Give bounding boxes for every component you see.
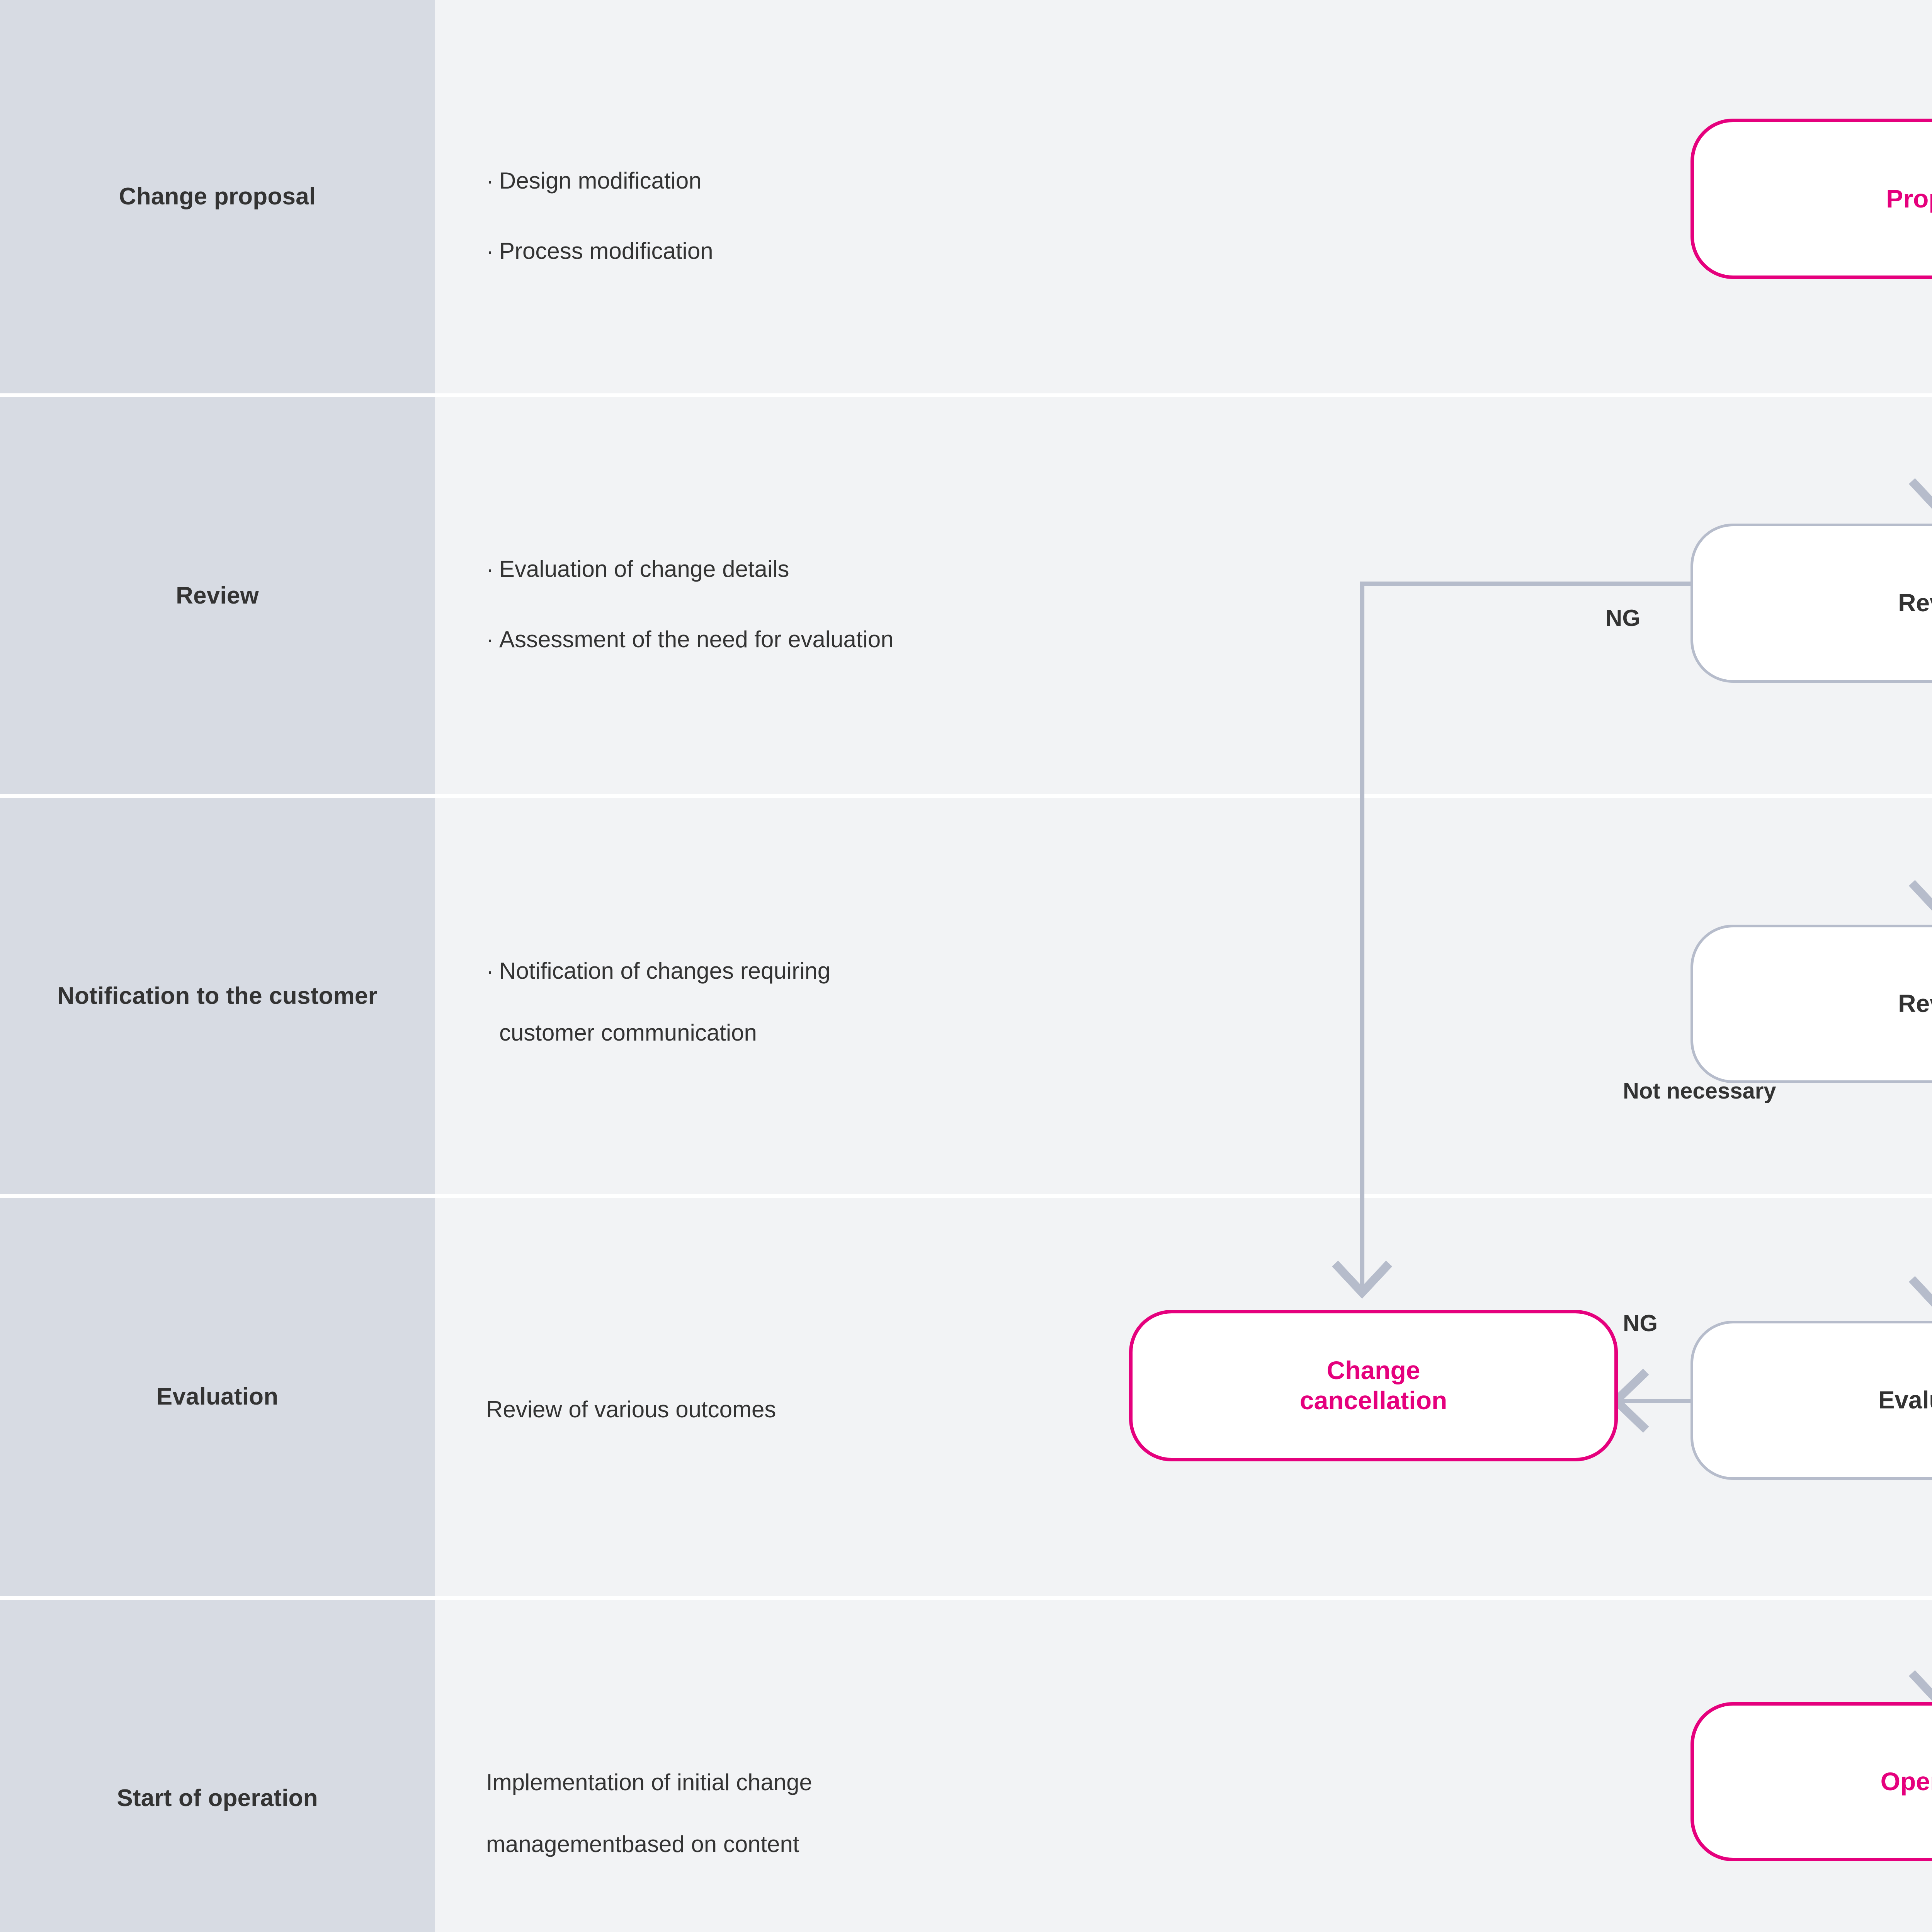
bullet-icon: · bbox=[486, 238, 494, 264]
stage-cell-review: Review bbox=[0, 397, 435, 794]
bullet-icon: · bbox=[486, 958, 494, 984]
row-separator-4 bbox=[0, 1596, 1932, 1600]
bullet-icon: · bbox=[486, 626, 494, 652]
description-bullet-line: ·Design modification bbox=[486, 166, 1413, 195]
node-review-2[interactable]: Review bbox=[1690, 925, 1932, 1083]
stage-cell-start-of-operation: Start of operation bbox=[0, 1600, 435, 1932]
stage-row-review: Review bbox=[0, 397, 1932, 794]
body-cell-notification bbox=[435, 798, 1932, 1194]
node-label-review-2: Review bbox=[1898, 990, 1932, 1018]
node-proposal[interactable]: Proposal bbox=[1690, 119, 1932, 279]
edge-label-review1-ng: NG bbox=[1605, 605, 1640, 631]
node-operation[interactable]: Operation bbox=[1690, 1702, 1932, 1861]
node-evaluation[interactable]: Evaluation bbox=[1690, 1321, 1932, 1480]
edge-evaluation-ng bbox=[1619, 1399, 1694, 1403]
edge-label-evaluation-ng: NG bbox=[1623, 1310, 1658, 1336]
body-cell-start-of-operation bbox=[435, 1600, 1932, 1932]
node-label-proposal: Proposal bbox=[1886, 184, 1932, 213]
row-separator-3 bbox=[0, 1194, 1932, 1198]
description-review: ·Evaluation of change details ·Assessmen… bbox=[486, 526, 1413, 683]
body-cell-review bbox=[435, 397, 1932, 794]
edge-review1-ng-horizontal bbox=[1360, 582, 1692, 586]
stage-label-review: Review bbox=[176, 582, 259, 609]
stage-cell-notification: Notification to the customer bbox=[0, 798, 435, 1194]
description-text-line: customer communication bbox=[499, 1020, 757, 1046]
node-label-review-1: Review bbox=[1898, 589, 1932, 617]
description-change-proposal: ·Design modification ·Process modificati… bbox=[486, 137, 1413, 294]
stage-label-evaluation: Evaluation bbox=[156, 1383, 279, 1410]
description-bullet-line: ·Evaluation of change details bbox=[486, 554, 1413, 583]
stage-cell-evaluation: Evaluation bbox=[0, 1198, 435, 1596]
body-cell-change-proposal bbox=[435, 0, 1932, 393]
description-text-line: Implementation of initial change bbox=[486, 1769, 812, 1795]
description-evaluation: Review of various outcomes bbox=[486, 1366, 1375, 1453]
row-separator-1 bbox=[0, 393, 1932, 397]
node-review-1[interactable]: Review bbox=[1690, 524, 1932, 683]
node-label-change-cancellation: Change cancellation bbox=[1299, 1356, 1447, 1415]
node-label-operation: Operation bbox=[1880, 1767, 1932, 1796]
bullet-icon: · bbox=[486, 556, 494, 582]
description-text-line: managementbased on content bbox=[486, 1831, 799, 1857]
stage-cell-change-proposal: Change proposal bbox=[0, 0, 435, 393]
stage-label-notification: Notification to the customer bbox=[57, 982, 378, 1009]
description-bullet-line: ·Process modification bbox=[486, 236, 1413, 265]
bullet-icon: · bbox=[486, 168, 494, 194]
stage-label-start-of-operation: Start of operation bbox=[117, 1784, 318, 1811]
description-start-of-operation: Implementation of initial change managem… bbox=[486, 1739, 1375, 1888]
description-text-line: Review of various outcomes bbox=[486, 1396, 776, 1422]
stage-row-change-proposal: Change proposal bbox=[0, 0, 1932, 393]
node-change-cancellation[interactable]: Change cancellation bbox=[1129, 1310, 1618, 1461]
row-separator-2 bbox=[0, 794, 1932, 798]
stage-row-notification: Notification to the customer bbox=[0, 798, 1932, 1194]
description-bullet-line: ·Notification of changes requiring bbox=[486, 956, 1375, 985]
description-notification: ·Notification of changes requiring custo… bbox=[486, 927, 1375, 1076]
description-bullet-line: ·Assessment of the need for evaluation bbox=[486, 625, 1413, 654]
stage-label-change-proposal: Change proposal bbox=[119, 183, 316, 210]
node-label-evaluation: Evaluation bbox=[1878, 1386, 1932, 1414]
edge-label-review2-not-necessary: Not necessary bbox=[1623, 1078, 1776, 1104]
stage-row-start-of-operation: Start of operation bbox=[0, 1600, 1932, 1932]
edge-review1-ng-vertical bbox=[1360, 582, 1364, 1293]
